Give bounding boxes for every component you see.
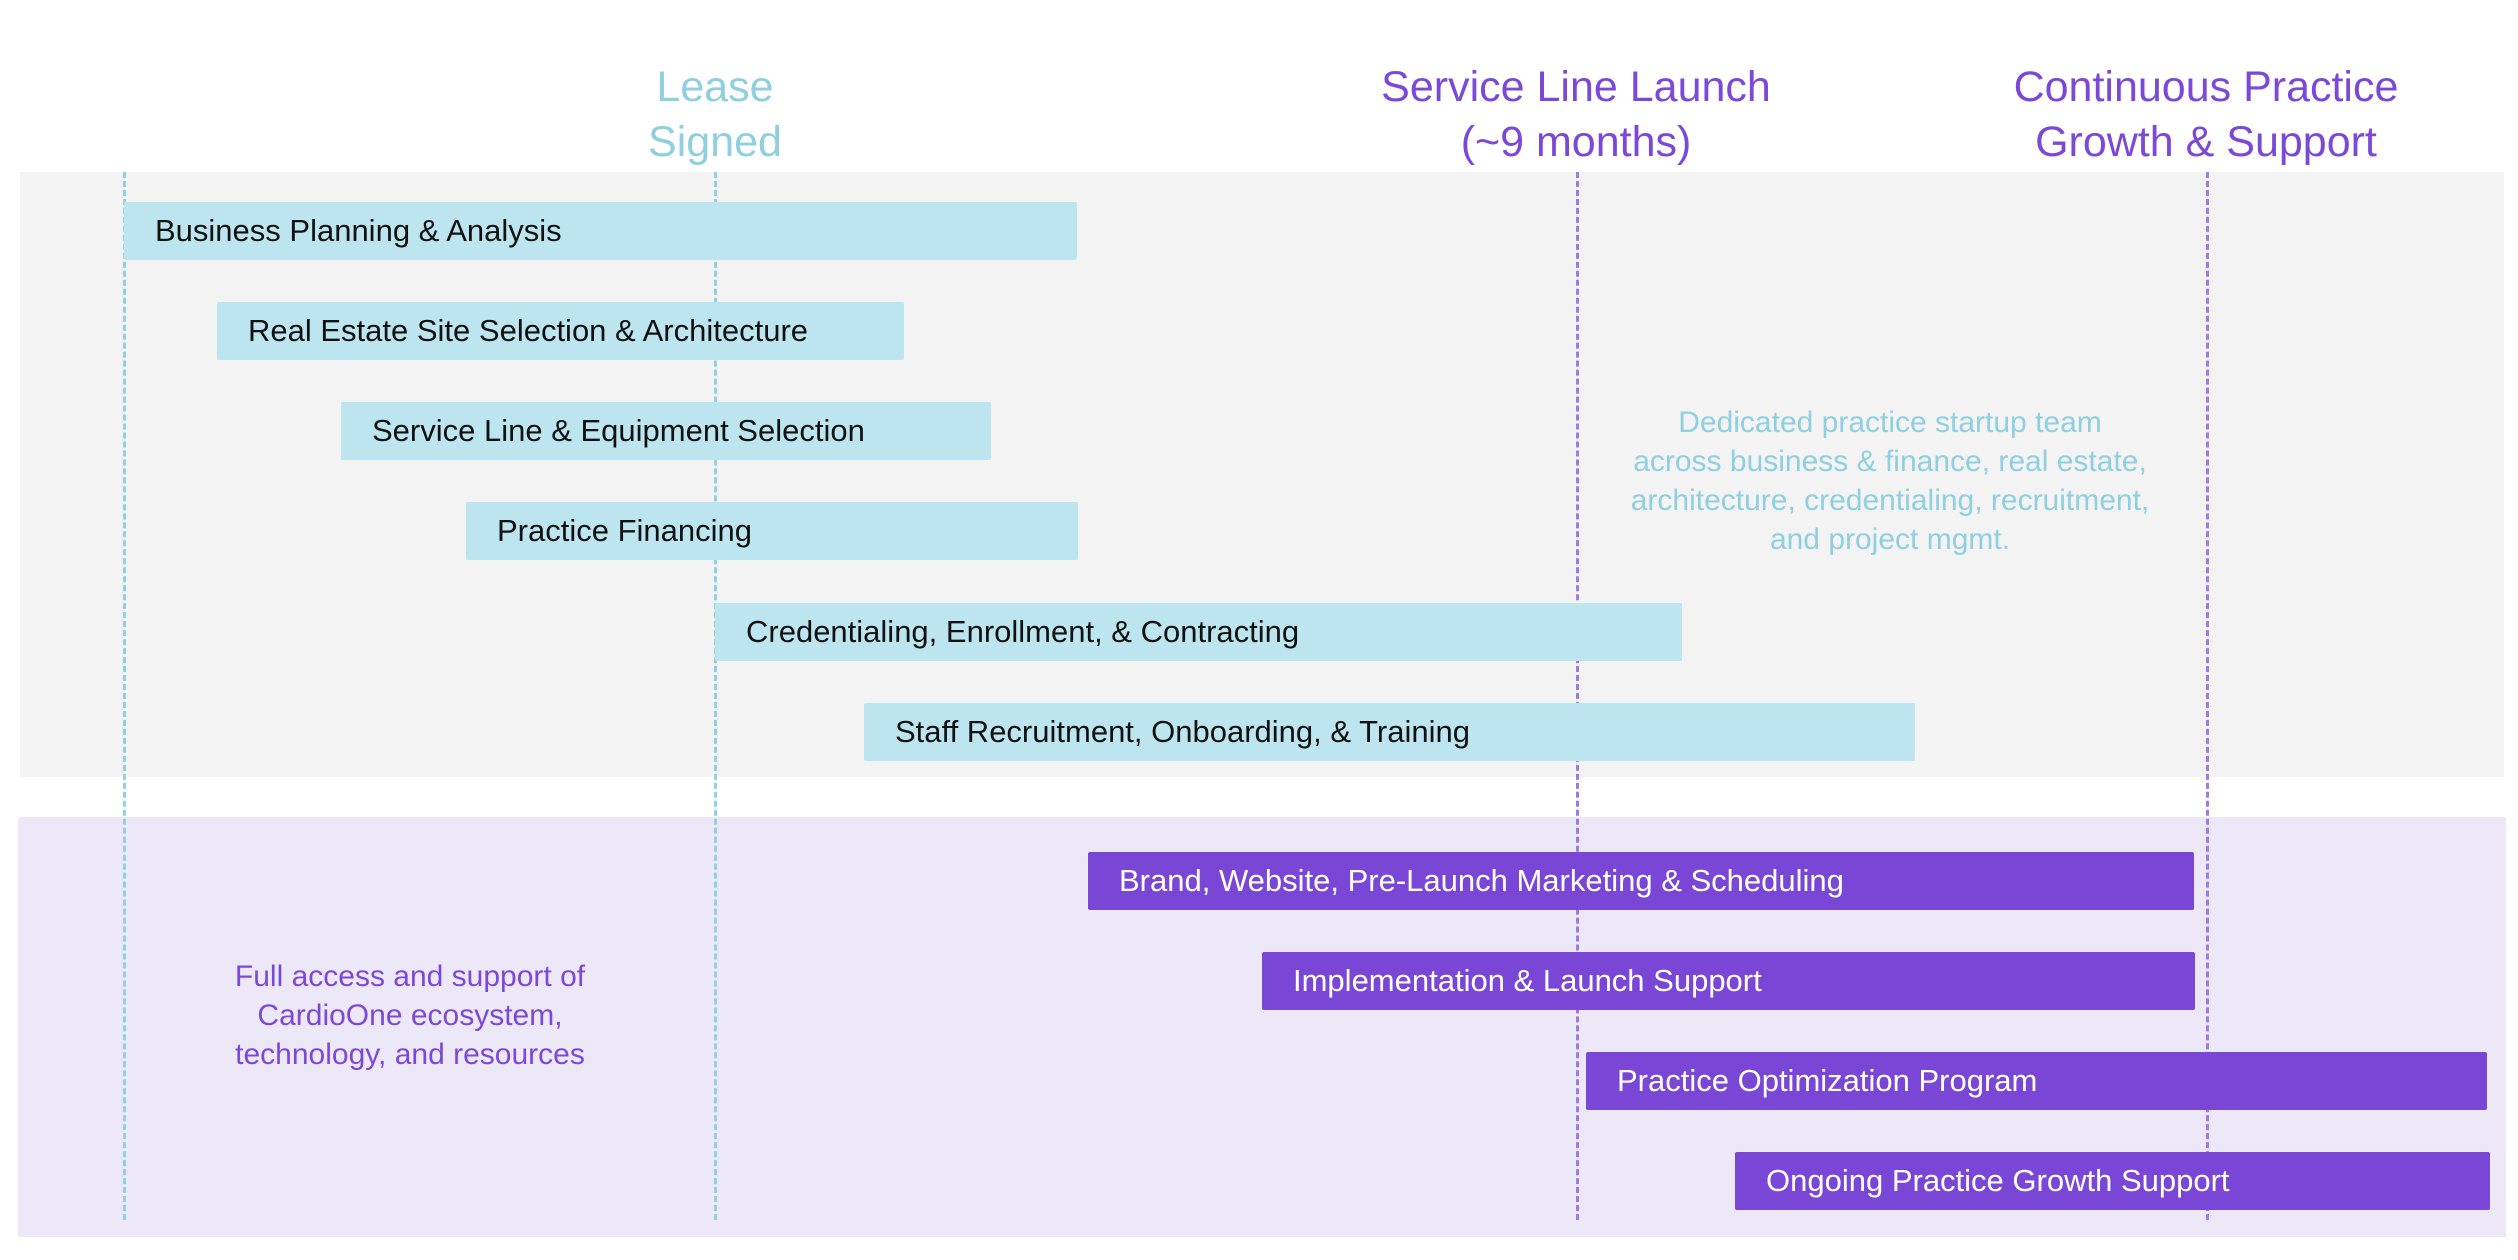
service-line-launch-dashed-line — [1576, 172, 1579, 1220]
task-bar-practice-optimization: Practice Optimization Program — [1586, 1052, 2487, 1110]
milestone-service-line-launch: Service Line Launch (~9 months) — [1381, 63, 1771, 166]
task-bar-ongoing-growth: Ongoing Practice Growth Support — [1735, 1152, 2490, 1210]
ecosystem-note: Full access and support of CardioOne eco… — [234, 960, 586, 1071]
milestone-lease-signed: Lease Signed — [648, 63, 782, 166]
task-bar-credentialing: Credentialing, Enrollment, & Contracting — [715, 603, 1682, 661]
startup-phase-panel — [20, 172, 2504, 777]
task-bar-practice-financing: Practice Financing — [466, 502, 1078, 560]
task-bar-real-estate: Real Estate Site Selection & Architectur… — [217, 302, 904, 360]
task-bar-brand-website: Brand, Website, Pre-Launch Marketing & S… — [1088, 852, 2194, 910]
start-dashed-line — [123, 172, 126, 1220]
task-bar-implementation-launch: Implementation & Launch Support — [1262, 952, 2195, 1010]
lease-signed-dashed-line — [714, 172, 717, 1220]
task-bar-service-line-equipment: Service Line & Equipment Selection — [341, 402, 991, 460]
continuous-growth-dashed-line — [2206, 172, 2209, 1220]
milestone-continuous-growth: Continuous Practice Growth & Support — [2013, 63, 2399, 166]
task-bar-staff-recruitment: Staff Recruitment, Onboarding, & Trainin… — [864, 703, 1915, 761]
task-bar-business-planning: Business Planning & Analysis — [124, 202, 1077, 260]
startup-team-note: Dedicated practice startup team across b… — [1630, 406, 2150, 556]
